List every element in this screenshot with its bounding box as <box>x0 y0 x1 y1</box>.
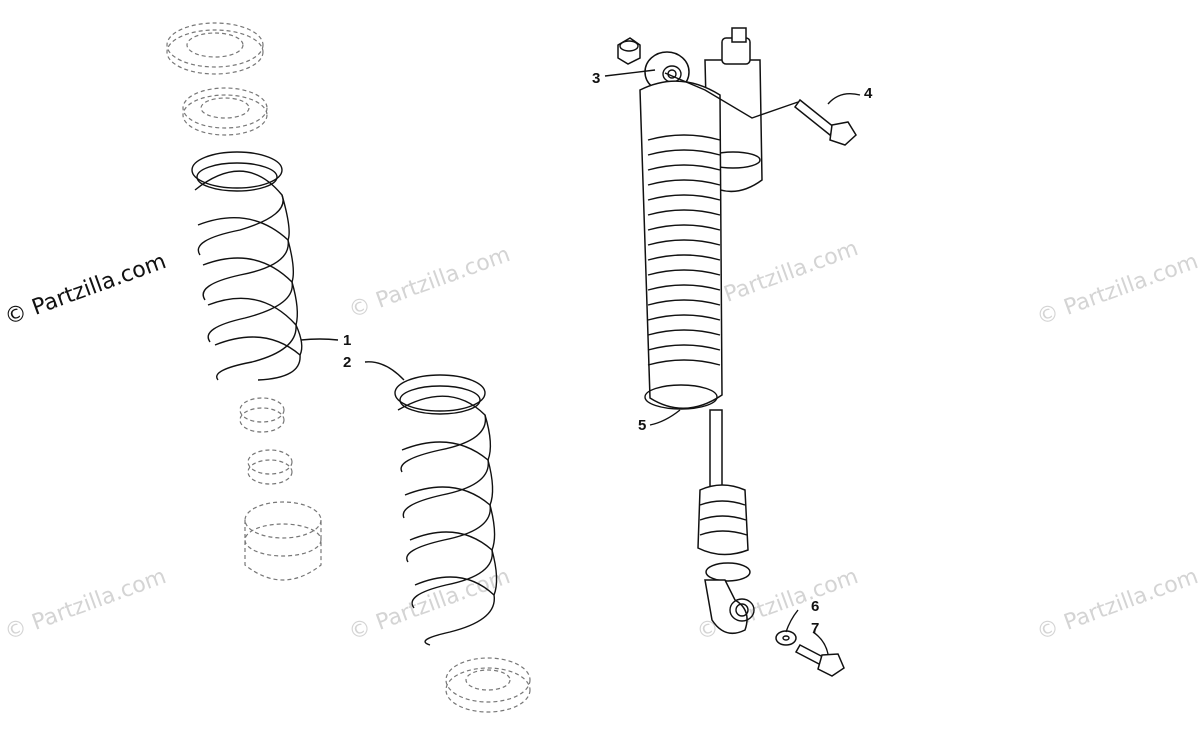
callout-6: 6 <box>811 598 819 615</box>
left-dashed-parts <box>166 22 531 713</box>
nut-part-3 <box>617 37 641 65</box>
callout-7: 7 <box>811 620 819 637</box>
leader-lines <box>300 69 861 655</box>
watermark-faint: © Partzilla.com <box>1034 249 1200 331</box>
callout-4: 4 <box>864 85 873 102</box>
watermark-main: © Partzilla.com <box>2 249 170 331</box>
bolt-part-7 <box>794 644 845 677</box>
watermarks: © Partzilla.com © Partzilla.com © Partzi… <box>2 236 1200 646</box>
watermark-faint: © Partzilla.com <box>2 564 170 646</box>
watermark-faint: © Partzilla.com <box>346 242 514 324</box>
shock-absorber <box>639 27 763 635</box>
washer-part-6 <box>775 630 797 646</box>
body-ribs <box>647 134 721 366</box>
coil-spring-2 <box>394 374 498 646</box>
callout-5: 5 <box>638 417 646 434</box>
callout-1: 1 <box>343 332 351 349</box>
callouts: 1 2 3 4 5 6 7 <box>343 70 873 637</box>
callout-3: 3 <box>592 70 600 87</box>
watermark-faint: © Partzilla.com <box>1034 564 1200 646</box>
coil-spring-1 <box>191 151 303 381</box>
bolt-part-4 <box>793 98 857 146</box>
callout-2: 2 <box>343 354 351 371</box>
watermark-faint: © Partzilla.com <box>346 564 514 646</box>
